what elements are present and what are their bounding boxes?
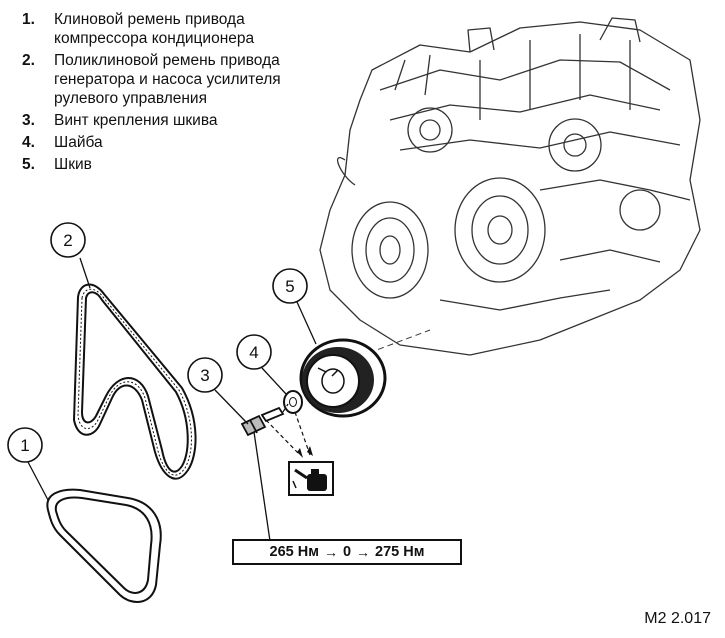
torque-value-2: 0 [342,544,352,560]
engine-block [319,17,701,356]
v-belt [46,488,162,603]
legend-item-5: 5. Шкив [22,155,322,174]
torque-value-1: 265 Нм [269,544,319,560]
callout-3: 3 [187,357,223,393]
assembly-lines [265,403,311,456]
leader-lines [27,257,317,542]
legend-num: 3. [22,112,35,129]
pulley [299,338,387,418]
callout-4: 4 [236,334,272,370]
arrow-icon: → [356,544,371,560]
arrow-icon: → [323,544,338,560]
washer [283,390,303,414]
legend-text: Поликлиновой ремень привода генератора и… [54,52,281,107]
legend-num: 2. [22,52,35,69]
legend-text: Шкив [54,156,92,173]
legend-num: 4. [22,134,35,151]
callout-2: 2 [50,222,86,258]
torque-value-3: 275 Нм [375,544,425,560]
legend-text: Клиновой ремень привода компрессора конд… [54,11,255,47]
callout-1: 1 [7,427,43,463]
legend-num: 5. [22,156,35,173]
oil-can-icon [288,461,334,496]
callout-label: 2 [63,231,72,250]
legend-item-3: 3. Винт крепления шкива [22,111,322,130]
legend-item-2: 2. Поликлиновой ремень привода генератор… [22,51,322,108]
callout-label: 1 [20,436,29,455]
legend-item-4: 4. Шайба [22,133,322,152]
callout-label: 3 [200,366,209,385]
legend: 1. Клиновой ремень привода компрессора к… [22,10,322,177]
poly-v-belt [73,283,197,480]
callout-label: 5 [285,277,294,296]
bolt [240,406,285,437]
callout-5: 5 [272,268,308,304]
torque-spec-box: 265 Нм → 0 → 275 Нм [232,539,462,565]
legend-item-1: 1. Клиновой ремень привода компрессора к… [22,10,322,48]
callout-label: 4 [249,343,258,362]
legend-num: 1. [22,11,35,28]
legend-text: Шайба [54,134,103,151]
legend-text: Винт крепления шкива [54,112,218,129]
figure-reference: M2 2.017 [644,610,711,627]
